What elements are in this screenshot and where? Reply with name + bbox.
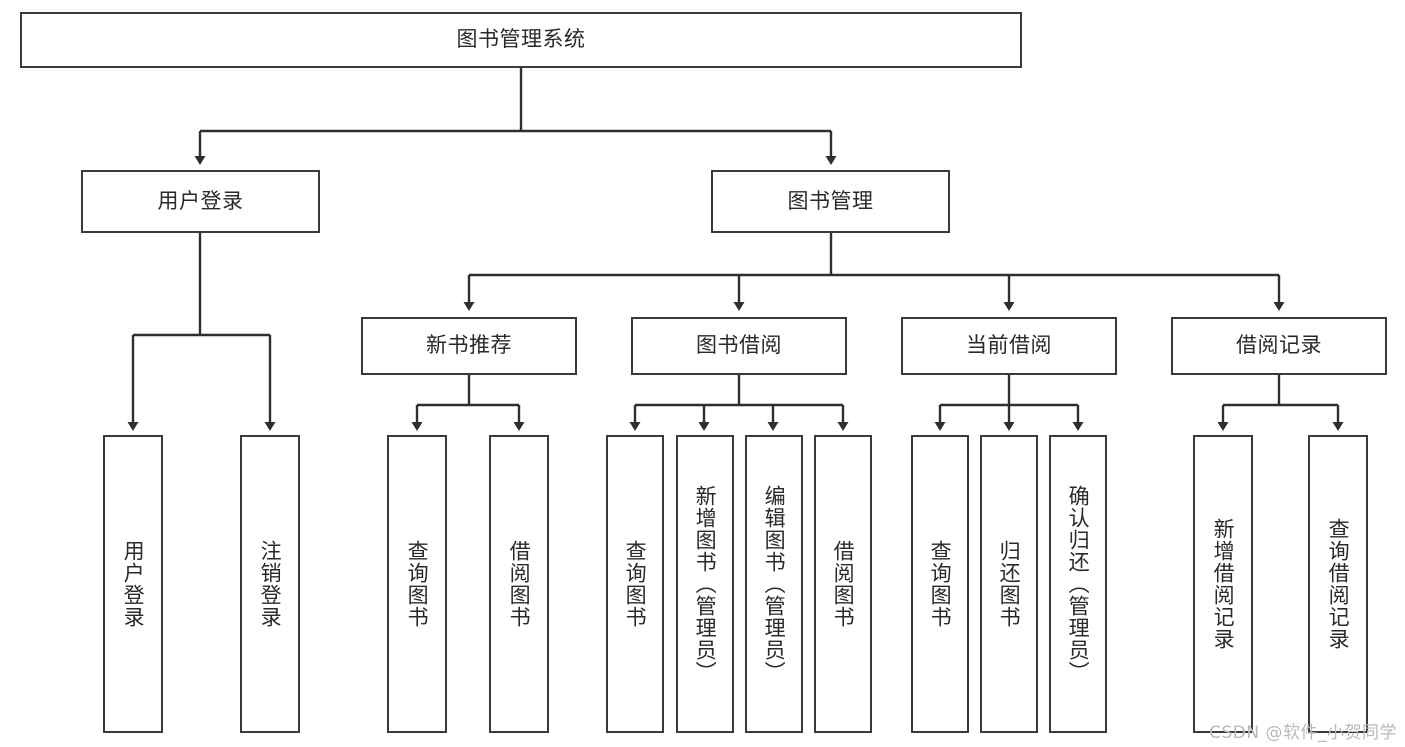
node-leaf-edit-book[interactable]: 编辑图书（管理员）: [745, 435, 803, 733]
node-leaf-logout-label: 注销登录: [258, 540, 283, 628]
node-leaf-return-book[interactable]: 归还图书: [980, 435, 1038, 733]
node-leaf-query-book-3[interactable]: 查询图书: [911, 435, 969, 733]
node-current-borrow-label: 当前借阅: [966, 333, 1052, 358]
node-user-login-label: 用户登录: [157, 188, 244, 213]
node-leaf-add-record[interactable]: 新增借阅记录: [1193, 435, 1253, 733]
node-borrow-record-label: 借阅记录: [1236, 333, 1322, 358]
node-leaf-edit-book-label: 编辑图书（管理员）: [762, 485, 787, 683]
node-leaf-query-book-3-label: 查询图书: [928, 540, 953, 628]
node-leaf-query-book-1-label: 查询图书: [405, 540, 430, 628]
node-leaf-borrow-book-1-label: 借阅图书: [507, 540, 532, 628]
node-leaf-borrow-book-2[interactable]: 借阅图书: [814, 435, 872, 733]
node-leaf-add-record-label: 新增借阅记录: [1211, 518, 1236, 650]
node-current-borrow[interactable]: 当前借阅: [901, 317, 1117, 375]
node-leaf-query-record[interactable]: 查询借阅记录: [1308, 435, 1368, 733]
node-leaf-query-book-2[interactable]: 查询图书: [606, 435, 664, 733]
node-leaf-return-book-label: 归还图书: [997, 540, 1022, 628]
node-root-label: 图书管理系统: [456, 27, 586, 52]
watermark-text: CSDN @软件_小贺同学: [1209, 723, 1397, 743]
node-leaf-user-login-label: 用户登录: [121, 540, 146, 628]
node-leaf-add-book-label: 新增图书（管理员）: [693, 485, 718, 683]
node-leaf-confirm-return[interactable]: 确认归还（管理员）: [1049, 435, 1107, 733]
node-leaf-logout[interactable]: 注销登录: [240, 435, 300, 733]
node-leaf-query-book-2-label: 查询图书: [623, 540, 648, 628]
node-new-book-rec-label: 新书推荐: [426, 333, 512, 358]
node-leaf-borrow-book-1[interactable]: 借阅图书: [489, 435, 549, 733]
node-user-login[interactable]: 用户登录: [81, 170, 320, 233]
node-leaf-confirm-return-label: 确认归还（管理员）: [1066, 485, 1091, 683]
node-leaf-borrow-book-2-label: 借阅图书: [831, 540, 856, 628]
node-book-borrow-label: 图书借阅: [696, 333, 782, 358]
node-leaf-user-login[interactable]: 用户登录: [103, 435, 163, 733]
node-book-borrow[interactable]: 图书借阅: [631, 317, 847, 375]
node-leaf-query-record-label: 查询借阅记录: [1326, 518, 1351, 650]
node-book-manage-label: 图书管理: [787, 188, 874, 213]
node-new-book-rec[interactable]: 新书推荐: [361, 317, 577, 375]
node-leaf-add-book[interactable]: 新增图书（管理员）: [676, 435, 734, 733]
node-leaf-query-book-1[interactable]: 查询图书: [387, 435, 447, 733]
node-borrow-record[interactable]: 借阅记录: [1171, 317, 1387, 375]
node-book-manage[interactable]: 图书管理: [711, 170, 950, 233]
node-root[interactable]: 图书管理系统: [20, 12, 1022, 68]
